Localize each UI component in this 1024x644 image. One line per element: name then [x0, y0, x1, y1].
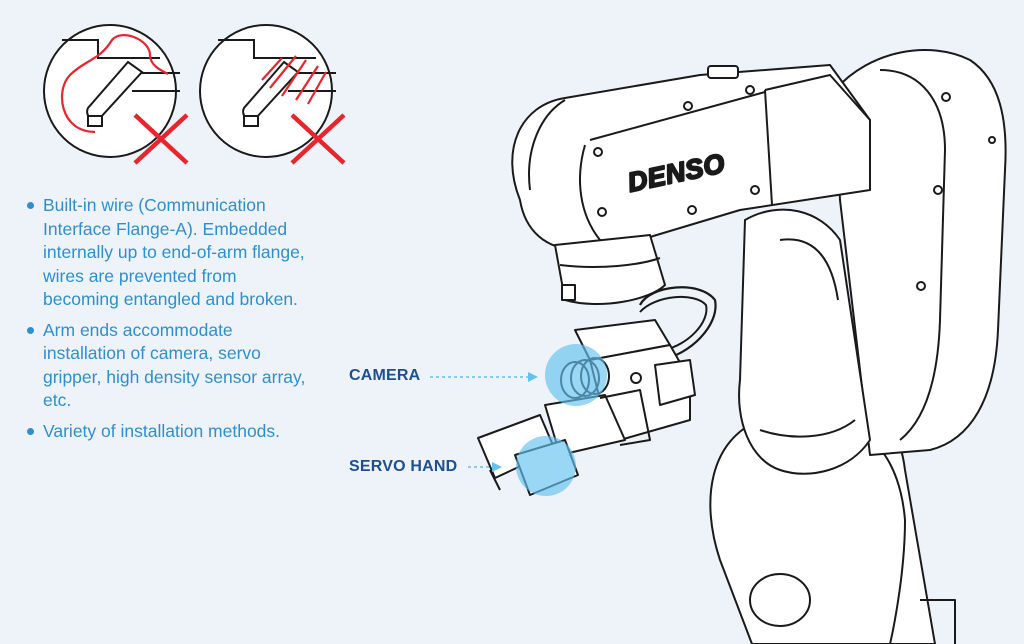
feature-list: Built-in wire (Communication Interface F… [26, 194, 316, 450]
camera-highlight [545, 344, 607, 406]
bullet-text: Arm ends accommodate installation of cam… [43, 319, 306, 411]
tangled-wire-cross-icon [199, 24, 346, 165]
external-wire-cross-icon [43, 24, 189, 165]
robot-arm: DENSO [477, 49, 1007, 644]
list-item: Arm ends accommodate installation of cam… [26, 319, 316, 413]
bullet-text: Built-in wire (Communication Interface F… [43, 195, 305, 309]
bullet-text: Variety of installation methods. [43, 420, 281, 441]
red-cross-icon [290, 113, 346, 165]
servo-hand-leader-line [468, 462, 502, 472]
red-cross-icon [133, 113, 189, 165]
bullet-icon [27, 202, 34, 209]
servo-hand-label: SERVO HAND [349, 458, 458, 475]
list-item: Variety of installation methods. [26, 420, 316, 444]
servo-hand-highlight [516, 436, 576, 496]
bullet-icon [27, 326, 34, 334]
camera-leader-line [430, 372, 538, 382]
list-item: Built-in wire (Communication Interface F… [26, 194, 316, 312]
camera-label: CAMERA [349, 367, 421, 384]
bullet-icon [27, 427, 34, 435]
